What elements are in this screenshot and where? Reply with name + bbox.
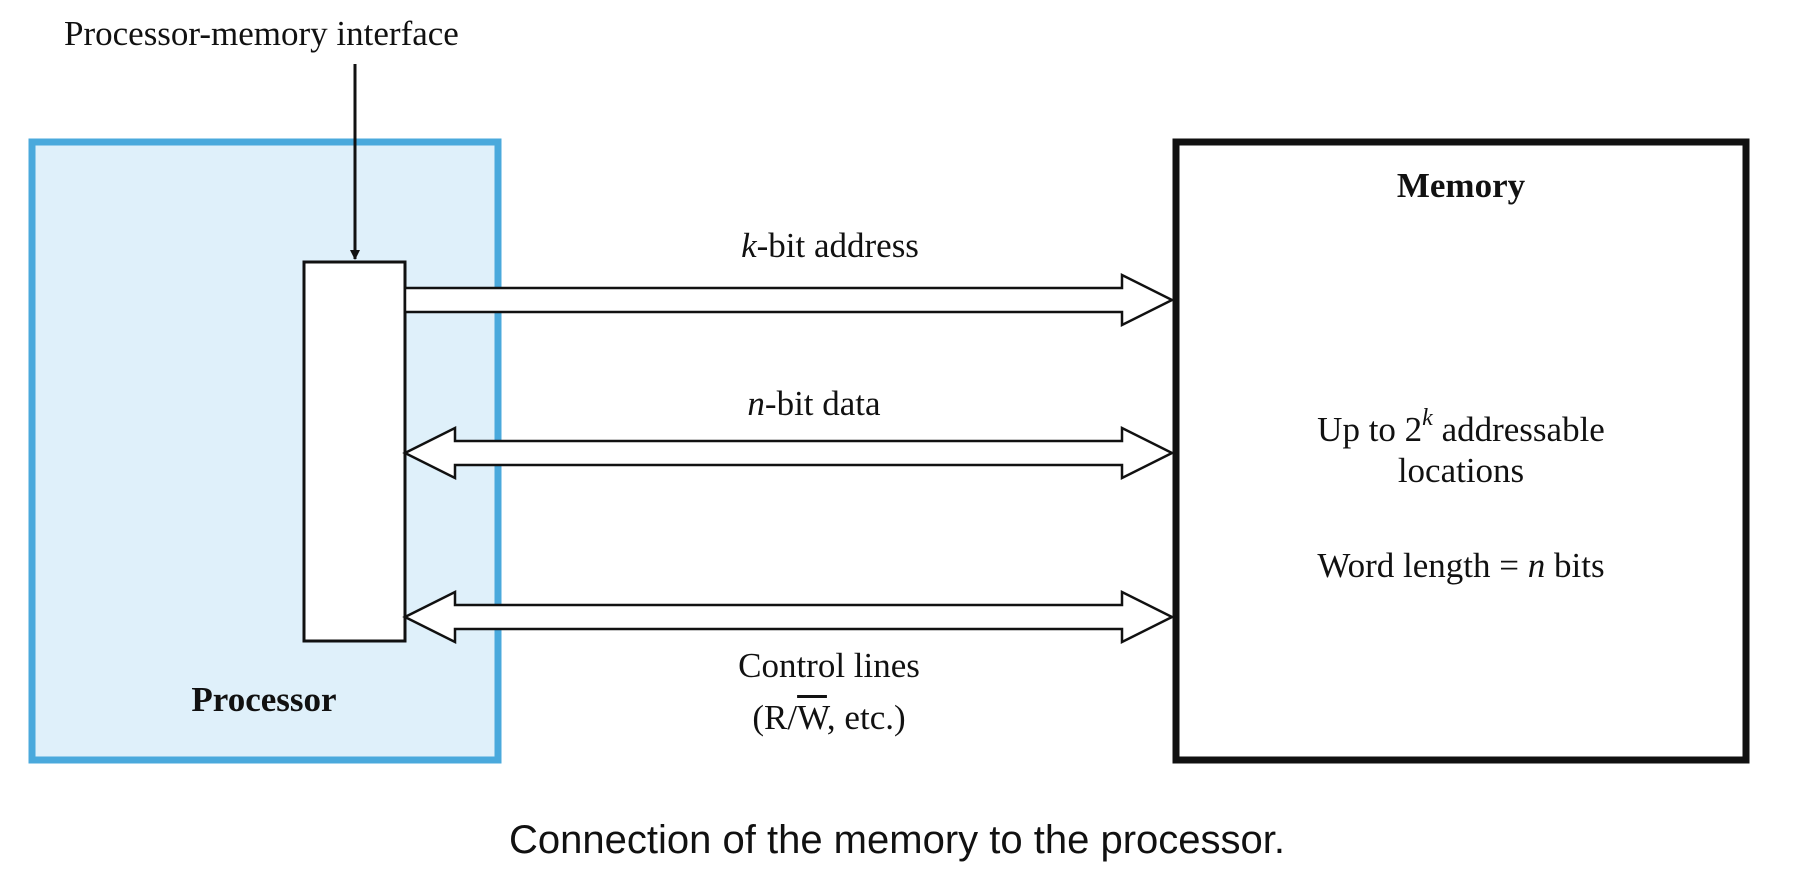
capacity-prefix: Up to 2 (1317, 410, 1423, 449)
interface-register (302, 260, 407, 643)
interface-label: Processor-memory interface (64, 14, 459, 53)
processor-label: Processor (191, 680, 337, 719)
figure-caption: Connection of the memory to the processo… (509, 818, 1285, 862)
control-bus-label: Control lines (738, 646, 920, 685)
address-bus-arrow (403, 272, 1175, 328)
address-bus-var: k (741, 226, 757, 265)
word-suffix: bits (1545, 546, 1605, 585)
control-close: , etc.) (826, 698, 906, 737)
memory-capacity-line2: locations (1397, 451, 1525, 490)
word-var: n (1527, 546, 1546, 585)
memory-title: Memory (1396, 166, 1526, 205)
memory-box (1172, 138, 1750, 764)
memory-word-length: Word length = n bits (1317, 546, 1604, 586)
control-bus-sublabel: (R/W, etc.) (752, 698, 905, 738)
word-prefix: Word length = (1317, 546, 1528, 585)
capacity-exponent: k (1422, 405, 1433, 431)
data-bus-arrow (402, 425, 1175, 481)
control-bus-arrow (402, 589, 1175, 645)
control-w-overlined: W (797, 698, 827, 737)
control-open: (R/ (752, 698, 798, 737)
data-bus-var: n (747, 384, 765, 423)
data-bus-label: n-bit data (747, 384, 880, 424)
memory-capacity: Up to 2k addressable (1317, 406, 1605, 450)
data-bus-text: -bit data (764, 384, 881, 423)
capacity-suffix: addressable (1432, 410, 1605, 449)
address-bus-label: k-bit address (741, 226, 919, 266)
address-bus-text: -bit address (756, 226, 919, 265)
